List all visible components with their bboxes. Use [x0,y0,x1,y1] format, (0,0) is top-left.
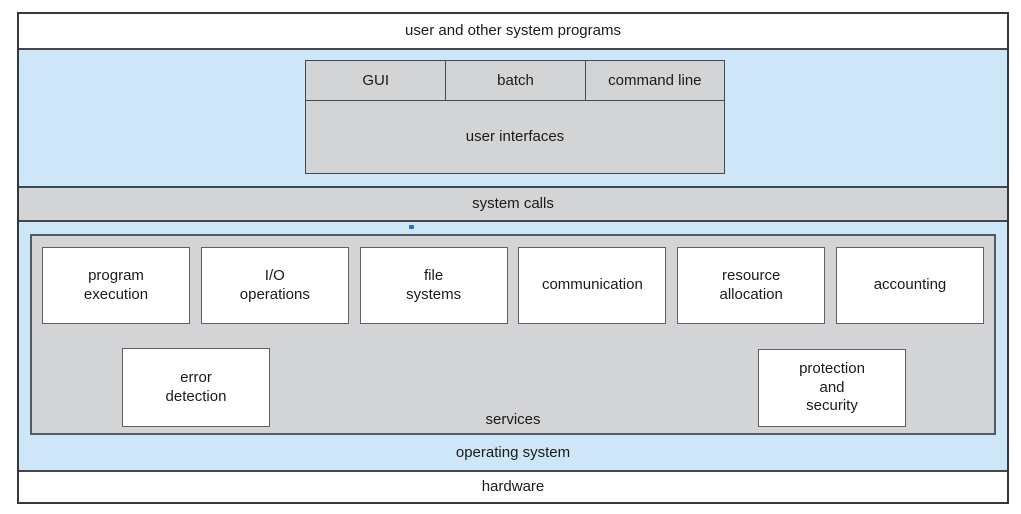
stray-blue-dot [409,225,414,229]
layer-hardware: hardware [19,470,1007,502]
operating-system-label: operating system [455,444,571,461]
os-layers-diagram: user and other system programs GUI batch… [17,12,1009,504]
cell-gui: GUI [362,72,389,89]
layer-operating-system-band: program execution I/O operations file sy… [19,220,1007,470]
cell-command-line: command line [584,61,724,100]
service-program-execution: program execution [42,247,190,324]
services-row-1: program execution I/O operations file sy… [32,247,994,324]
service-accounting: accounting [835,247,984,324]
services-box: program execution I/O operations file sy… [30,234,996,435]
service-protection-and-security: protection and security [758,349,906,427]
service-error-detection: error detection [122,348,270,427]
service-communication: communication [518,247,667,324]
layer-user-programs: user and other system programs [19,14,1007,48]
system-calls-label: system calls [472,195,554,213]
service-file-systems: file systems [359,247,508,324]
services-label: services [485,411,541,428]
service-io-operations: I/O operations [200,247,349,324]
user-interfaces-cells: GUI batch command line [306,61,724,101]
service-resource-allocation: resource allocation [677,247,826,324]
layer-system-calls: system calls [19,186,1007,220]
user-interfaces-label: user interfaces [465,128,565,146]
hardware-label: hardware [481,478,545,496]
user-programs-label: user and other system programs [405,22,621,40]
user-interfaces-block: GUI batch command line user interfaces [305,60,725,174]
layer-user-interfaces-band: GUI batch command line user interfaces [19,48,1007,186]
cell-batch: batch [445,61,584,100]
